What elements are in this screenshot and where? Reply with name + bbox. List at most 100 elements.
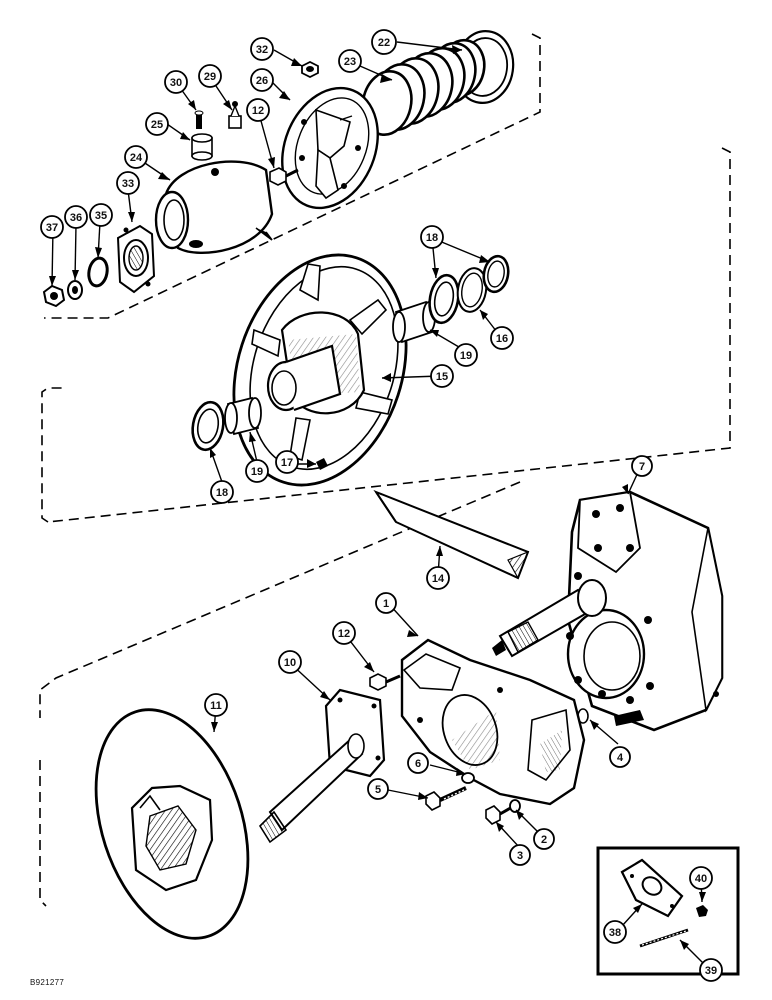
spring-cup-26 [281, 86, 379, 210]
svg-text:12: 12 [252, 105, 264, 117]
callout-18-left: 18 [210, 480, 234, 504]
callout-29: 29 [198, 64, 222, 88]
svg-text:3: 3 [517, 850, 523, 862]
callout-19-right: 19 [454, 343, 478, 367]
output-shaft [492, 579, 607, 658]
callout-11: 11 [204, 693, 228, 717]
sheave-15 [232, 253, 408, 487]
callout-39: 39 [699, 958, 723, 982]
svg-text:38: 38 [609, 927, 621, 939]
bolt-5 [425, 786, 467, 811]
svg-text:23: 23 [344, 56, 356, 68]
seal-18-left [191, 400, 225, 452]
callout-7: 7 [631, 455, 653, 477]
callout-5: 5 [367, 778, 389, 800]
callout-35: 35 [89, 203, 113, 227]
svg-text:36: 36 [70, 212, 82, 224]
callout-4: 4 [609, 746, 631, 768]
svg-text:26: 26 [256, 75, 268, 87]
shaft-10 [258, 688, 386, 844]
bracket-1 [400, 638, 586, 806]
svg-text:1: 1 [383, 598, 389, 610]
svg-text:29: 29 [204, 71, 216, 83]
svg-text:10: 10 [284, 657, 296, 669]
plate-38 [620, 858, 684, 918]
bolt-12-upper [269, 167, 299, 186]
callout-6: 6 [407, 752, 429, 774]
belt-14 [373, 489, 530, 580]
callout-24: 24 [124, 145, 148, 169]
callout-3: 3 [509, 844, 531, 866]
housing-24 [154, 160, 274, 255]
bolt-3 [485, 804, 515, 825]
bearing-33 [116, 224, 156, 294]
svg-text:16: 16 [496, 333, 508, 345]
svg-text:22: 22 [378, 37, 390, 49]
washer-2 [509, 799, 521, 813]
callout-2: 2 [533, 828, 555, 850]
svg-text:14: 14 [432, 573, 445, 585]
svg-text:32: 32 [256, 44, 268, 56]
figure-reference-code: B921277 [30, 978, 65, 987]
nut-32 [301, 60, 319, 79]
callout-10: 10 [278, 650, 302, 674]
callout-18-right: 18 [420, 225, 444, 249]
svg-text:25: 25 [151, 119, 163, 131]
set-screw-30 [194, 110, 204, 129]
svg-text:15: 15 [436, 371, 448, 383]
svg-text:33: 33 [122, 178, 134, 190]
callout-26: 26 [250, 68, 274, 92]
leader-arrowheads [49, 45, 706, 950]
snap-ring-35 [87, 256, 109, 288]
svg-text:18: 18 [426, 232, 438, 244]
callout-17: 17 [275, 450, 299, 474]
svg-text:19: 19 [460, 350, 472, 362]
svg-text:40: 40 [695, 873, 707, 885]
washer-6 [461, 772, 475, 784]
nut-37 [42, 284, 66, 308]
fitting-17 [316, 458, 328, 470]
svg-text:5: 5 [375, 784, 381, 796]
svg-text:39: 39 [705, 965, 717, 977]
svg-text:11: 11 [210, 700, 222, 712]
callout-25: 25 [145, 112, 169, 136]
ring-top-right [482, 254, 510, 294]
svg-text:2: 2 [541, 834, 547, 846]
callout-38: 38 [603, 920, 627, 944]
callout-14: 14 [426, 566, 450, 590]
svg-text:4: 4 [617, 752, 624, 764]
washer-36 [67, 280, 83, 300]
callout-16: 16 [490, 326, 514, 350]
gearbox-7 [566, 490, 724, 732]
sheave-half-11 [94, 708, 250, 940]
svg-text:18: 18 [216, 487, 228, 499]
callout-37: 37 [40, 215, 64, 239]
callout-12-lower: 12 [332, 621, 356, 645]
bushing-19-left [224, 396, 262, 436]
stud-39 [639, 928, 689, 948]
seal-18-right [428, 273, 460, 325]
ring-16 [456, 267, 488, 313]
svg-text:12: 12 [338, 628, 350, 640]
svg-text:17: 17 [281, 457, 293, 469]
inset-box [596, 846, 740, 976]
svg-text:35: 35 [95, 210, 107, 222]
callout-40: 40 [689, 866, 713, 890]
svg-text:6: 6 [415, 758, 421, 770]
callout-30: 30 [164, 70, 188, 94]
svg-text:37: 37 [46, 222, 58, 234]
callout-12-upper: 12 [246, 98, 270, 122]
nut-40 [696, 905, 708, 917]
callout-22: 22 [371, 29, 397, 55]
svg-text:19: 19 [251, 466, 263, 478]
callout-19-left: 19 [245, 459, 269, 483]
svg-text:30: 30 [170, 77, 182, 89]
assembly-boundary-lines [39, 33, 731, 907]
collar-25 [191, 133, 213, 161]
callout-32: 32 [250, 37, 274, 61]
svg-text:7: 7 [639, 461, 645, 473]
callout-33: 33 [116, 171, 140, 195]
callout-1: 1 [375, 592, 397, 614]
